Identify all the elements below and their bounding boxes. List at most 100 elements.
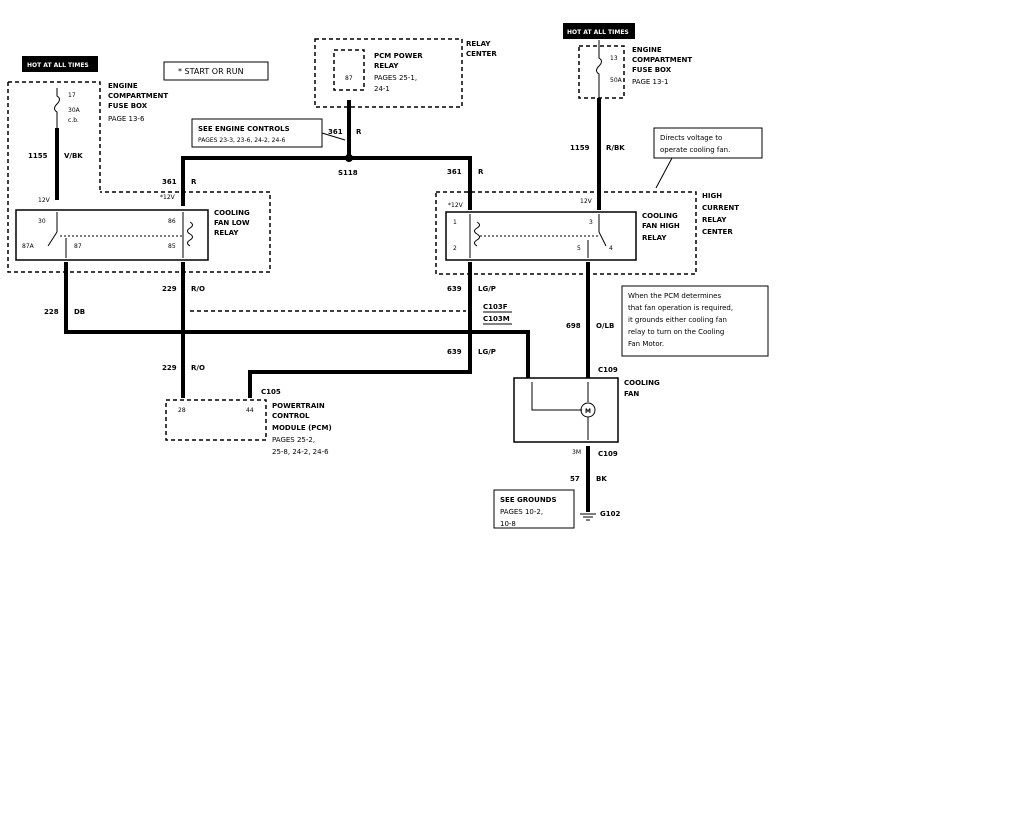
pcm-note-l4: relay to turn on the Cooling bbox=[628, 328, 724, 336]
high-relay-12v: 12V bbox=[580, 198, 593, 205]
fan-motor-label: M bbox=[585, 408, 591, 415]
see-engine-l1: SEE ENGINE CONTROLS bbox=[198, 125, 290, 133]
wire-1159-num: 1159 bbox=[570, 144, 590, 152]
hot-label-right: HOT AT ALL TIMES bbox=[567, 29, 629, 36]
pcm-note-l3: it grounds either cooling fan bbox=[628, 316, 727, 324]
cooling-fan-box bbox=[513, 377, 619, 443]
pcm-relay-l4: 24-1 bbox=[374, 85, 390, 93]
pcm-module-l5: 25-8, 24-2, 24-6 bbox=[272, 448, 329, 456]
wire-229a-num: 229 bbox=[162, 285, 177, 293]
high-relay-p3: 3 bbox=[589, 219, 593, 226]
efb-left-l4: PAGE 13-6 bbox=[108, 115, 145, 123]
wire-228-num: 228 bbox=[44, 308, 59, 316]
efb-right-l4: PAGE 13-1 bbox=[632, 78, 668, 86]
directs-note-box bbox=[653, 127, 763, 159]
wire-698-num: 698 bbox=[566, 322, 581, 330]
high-relay-switch-arm bbox=[598, 231, 607, 247]
hot-label-right-bg bbox=[563, 23, 635, 39]
relay-center-l1: RELAY bbox=[466, 40, 491, 48]
pcm-relay-pin: 87 bbox=[345, 75, 353, 82]
high-current-l4: CENTER bbox=[702, 228, 733, 236]
relay-center-outline bbox=[314, 38, 463, 108]
ground-label: G102 bbox=[600, 510, 620, 518]
high-current-l2: CURRENT bbox=[702, 204, 739, 212]
low-relay-p30: 30 bbox=[38, 218, 46, 225]
directs-note-l1: Directs voltage to bbox=[660, 134, 722, 142]
hot-label-left-bg bbox=[22, 56, 98, 72]
pcm-relay-box bbox=[333, 49, 365, 91]
efb-left-l1: ENGINE bbox=[108, 82, 138, 90]
wire-639b-color: LG/P bbox=[478, 348, 496, 356]
high-relay-p5: 5 bbox=[577, 245, 581, 252]
fan-label-l1: COOLING bbox=[624, 379, 660, 387]
high-current-l3: RELAY bbox=[702, 216, 727, 224]
hot-label-left: HOT AT ALL TIMES bbox=[27, 62, 89, 69]
high-current-l1: HIGH bbox=[702, 192, 722, 200]
high-relay-12v-star: *12V bbox=[448, 202, 464, 209]
efb-left-outline bbox=[8, 81, 101, 192]
pcm-pin-28: 28 bbox=[178, 407, 186, 414]
pcm-module-l2: CONTROL bbox=[272, 412, 310, 420]
low-relay-12v-star: *12V bbox=[160, 194, 176, 201]
relay-center-l2: CENTER bbox=[466, 50, 497, 58]
high-relay-p1: 1 bbox=[453, 219, 457, 226]
wire-361a-color: R bbox=[191, 178, 197, 186]
wire-639 bbox=[248, 262, 472, 398]
fan-wire-low bbox=[531, 382, 582, 411]
wire-361b-color: R bbox=[356, 128, 362, 136]
low-relay-switch-arm bbox=[47, 231, 58, 247]
c103f-label: C103F bbox=[483, 303, 508, 311]
low-relay-coil bbox=[187, 221, 193, 247]
wire-229b-color: R/O bbox=[191, 364, 205, 372]
see-grounds-box bbox=[493, 489, 575, 529]
efb-right-l1: ENGINE bbox=[632, 46, 662, 54]
directs-note-pointer bbox=[655, 157, 673, 189]
efb-left-amps: 30A bbox=[68, 107, 81, 114]
low-relay-p87a: 87A bbox=[22, 243, 35, 250]
wire-229b-num: 229 bbox=[162, 364, 177, 372]
pcm-module-l4: PAGES 25-2, bbox=[272, 436, 315, 444]
start-run-box bbox=[163, 61, 269, 81]
efb-left-cb: c.b. bbox=[68, 117, 79, 124]
high-relay-box bbox=[445, 211, 637, 261]
see-engine-pointer bbox=[321, 132, 346, 141]
wire-361c-num: 361 bbox=[447, 168, 462, 176]
wire-361a-num: 361 bbox=[162, 178, 177, 186]
wire-228-color: DB bbox=[74, 308, 85, 316]
wire-361 bbox=[181, 156, 472, 210]
high-relay-p4: 4 bbox=[609, 245, 613, 252]
wire-698-color: O/LB bbox=[596, 322, 614, 330]
see-grounds-l1: SEE GROUNDS bbox=[500, 496, 557, 504]
directs-note-l2: operate cooling fan. bbox=[660, 146, 730, 154]
efb-left-l3: FUSE BOX bbox=[108, 102, 148, 110]
wire-228 bbox=[64, 262, 530, 378]
low-relay-l3: RELAY bbox=[214, 229, 239, 237]
wire-1155-color: V/BK bbox=[64, 152, 83, 160]
efb-right-outline bbox=[578, 45, 625, 99]
splice-s118: S118 bbox=[338, 169, 358, 177]
wire-57-num: 57 bbox=[570, 475, 580, 483]
efb-right-l2: COMPARTMENT bbox=[632, 56, 692, 64]
wire-1159-color: R/BK bbox=[606, 144, 625, 152]
pcm-relay-l1: PCM POWER bbox=[374, 52, 423, 60]
pcm-pin-44: 44 bbox=[246, 407, 254, 414]
pcm-note-box bbox=[621, 285, 769, 357]
splice-s118-dot bbox=[345, 154, 353, 162]
wire-639b-num: 639 bbox=[447, 348, 462, 356]
c103m-label: C103M bbox=[483, 315, 510, 323]
c109a-label: C109 bbox=[598, 366, 618, 374]
pcm-note-l5: Fan Motor. bbox=[628, 340, 664, 348]
pcm-note-l2: that fan operation is required, bbox=[628, 304, 733, 312]
pcm-note-l1: When the PCM determines bbox=[628, 292, 721, 300]
c109b-label: C109 bbox=[598, 450, 618, 458]
low-relay-box bbox=[15, 209, 209, 261]
fuse-symbol-right bbox=[596, 40, 602, 98]
pcm-relay-l2: RELAY bbox=[374, 62, 399, 70]
efb-left-l2: COMPARTMENT bbox=[108, 92, 168, 100]
wire-639a-color: LG/P bbox=[478, 285, 496, 293]
start-run-label: * START OR RUN bbox=[178, 67, 244, 76]
low-relay-outline bbox=[7, 82, 271, 273]
pcm-relay-l3: PAGES 25-1, bbox=[374, 74, 417, 82]
high-relay-p2: 2 bbox=[453, 245, 457, 252]
